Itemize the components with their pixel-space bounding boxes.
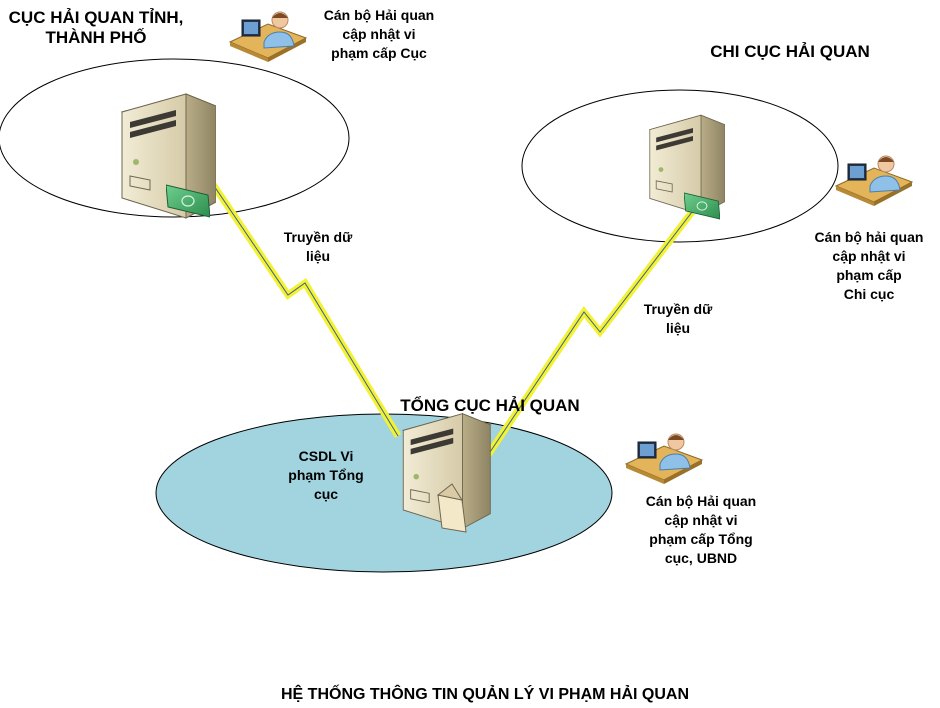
central-db-label: CSDL Vi phạm Tổng cục [288,448,364,502]
link-caption-right: Truyền dữ liệu [643,301,713,336]
officer-workstation-icon [229,11,307,62]
officer-caption-tongcuc: Cán bộ Hải quan cập nhật vi phạm cấp Tổn… [645,493,757,566]
officer-workstation-icon [835,155,913,206]
zone-title-chicuc: CHI CỤC HẢI QUAN [710,42,870,61]
officer-caption-chicuc: Cán bộ hải quan cập nhật vi phạm cấp Chi… [814,229,924,302]
link-left [207,178,401,438]
zone-tongcuc-ellipse [155,413,613,573]
lightning-link-icon [207,178,401,438]
zone-title-tongcuc: TỔNG CỤC HẢI QUAN [400,396,580,415]
officer-caption-cuc: Cán bộ Hải quan cập nhật vi phạm cấp Cục [323,7,435,61]
document-icon [436,483,467,533]
diagram-footer-title: HỆ THỐNG THÔNG TIN QUẢN LÝ VI PHẠM HẢI Q… [281,686,689,703]
link-right [483,209,695,460]
officer-workstation-icon [625,433,703,484]
link-caption-left: Truyền dữ liệu [283,229,353,264]
zone-title-cuc: CỤC HẢI QUAN TỈNH, THÀNH PHỐ [8,8,184,47]
